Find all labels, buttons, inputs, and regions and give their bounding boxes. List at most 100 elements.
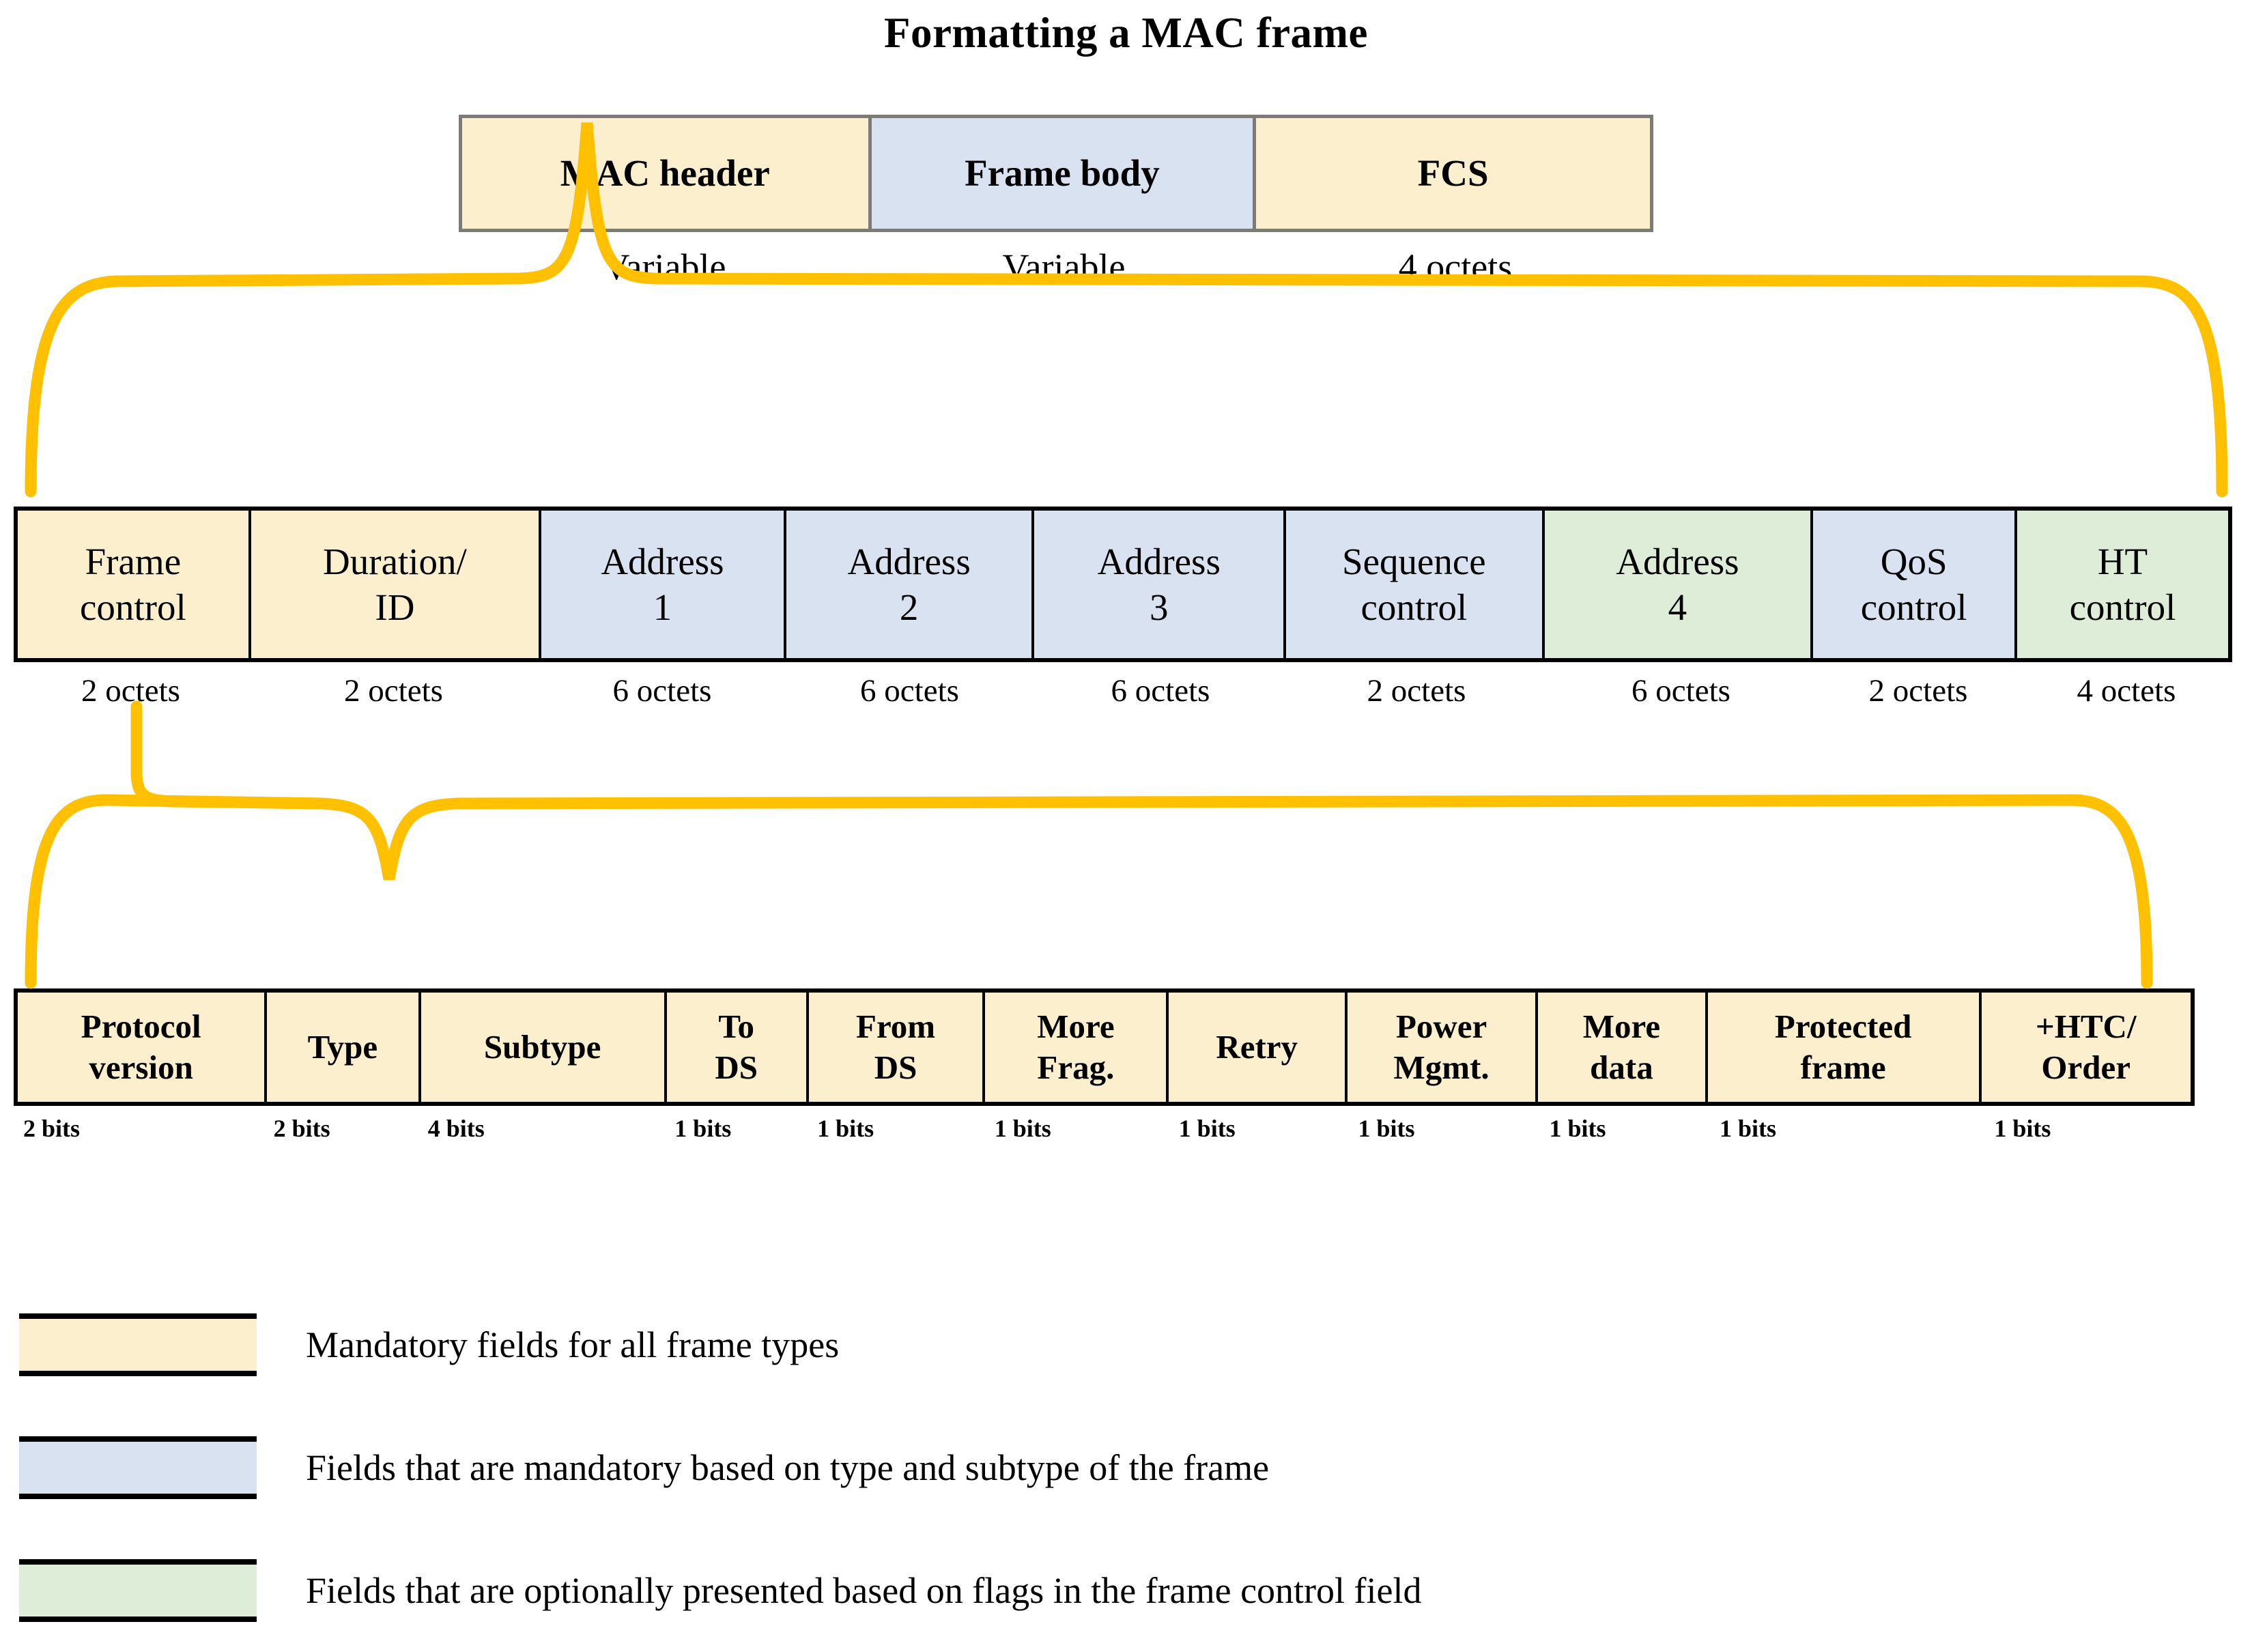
page-title: Formatting a MAC frame [883,9,1368,57]
legend-label: Fields that are mandatory based on type … [306,1447,1270,1488]
legend-swatch-type_subtype [19,1436,257,1499]
frame-structure-row: MAC header Frame body FCS [459,115,1653,232]
mac-header-size-labels: 2 octets 2 octets 6 octets 6 octets 6 octets… [14,672,2232,709]
frame-control-cell-line1: From [856,1008,936,1046]
frame-control-cell-line2: Frag. [1037,1049,1115,1086]
frame-control-cell-size-4: 1 bits [817,1115,874,1142]
frame-control-cell-2: Subtype [421,993,667,1102]
mac-header-cell-size-6: 6 octets [1631,673,1730,709]
mac-header-cell-line2: control [79,586,186,628]
frame-control-cell-line1: More [1582,1008,1661,1046]
mac-header-cell-line1: Sequence [1341,540,1486,582]
mac-header-cell-line1: Address [1097,540,1221,582]
frame-control-cell-10: +HTC/Order [1981,993,2191,1102]
frame-control-cell-line2: data [1590,1049,1653,1086]
mac-header-cell-size-7: 2 octets [1868,673,1968,709]
frame-cell-size-2: 4 octets [1398,246,1513,287]
legend-row-1: Fields that are mandatory based on type … [19,1406,2067,1529]
frame-cell-label: FCS [1417,152,1489,195]
mac-header-cell-size-5: 2 octets [1367,673,1466,709]
mac-header-cell-line1: Frame [85,540,182,582]
frame-cell-1: Frame body [871,118,1257,229]
mac-header-cell-line2: 1 [653,586,672,628]
mac-header-cell-line1: Address [847,540,971,582]
frame-control-cell-line1: Protocol [81,1008,201,1046]
frame-control-cell-line1: Subtype [483,1028,601,1066]
frame-control-cell-size-0: 2 bits [23,1115,81,1142]
frame-control-cell-line2: Order [2041,1049,2131,1086]
frame-control-cell-line1: More [1037,1008,1115,1046]
frame-control-cell-size-8: 1 bits [1549,1115,1606,1142]
legend-label: Mandatory fields for all frame types [306,1324,840,1365]
mac-header-cell-line2: control [2069,586,2176,628]
frame-cell-size-0: Variable [603,246,726,287]
frame-control-cell-line1: Protected [1774,1008,1912,1046]
frame-control-cell-line2: frame [1800,1049,1886,1086]
frame-control-cell-size-2: 4 bits [427,1115,485,1142]
mac-header-cell-line2: 3 [1149,586,1169,628]
mac-header-cell-line1: QoS [1880,540,1948,582]
legend-row-0: Mandatory fields for all frame types [19,1283,2067,1406]
frame-control-cell-line1: To [718,1008,755,1046]
frame-control-cell-size-1: 2 bits [273,1115,330,1142]
frame-control-cell-size-9: 1 bits [1720,1115,1777,1142]
frame-control-cell-line2: DS [715,1049,758,1086]
frame-control-cell-6: Retry [1169,993,1348,1102]
mac-header-cell-line2: 2 [899,586,919,628]
mac-header-cell-size-1: 2 octets [344,673,443,709]
mac-header-cell-line1: Duration/ [323,540,467,582]
frame-cell-label: MAC header [560,152,770,195]
mac-header-cell-size-0: 2 octets [81,673,180,709]
frame-cell-0: MAC header [462,118,872,229]
mac-header-cell-size-3: 6 octets [860,673,959,709]
legend-row-2: Fields that are optionally presented bas… [19,1529,2067,1652]
frame-control-cell-1: Type [267,993,421,1102]
frame-control-cell-line1: Retry [1216,1028,1298,1066]
diagram-canvas: Formatting a MAC frame MAC header Frame b… [14,9,2232,1622]
legend-label: Fields that are optionally presented bas… [306,1570,1422,1611]
legend-swatch-optional [19,1559,257,1622]
mac-header-cell-line2: 4 [1668,586,1687,628]
frame-control-cell-line1: Power [1395,1008,1487,1046]
mac-header-cell-size-8: 4 octets [2077,673,2176,709]
mac-header-cell-line1: Address [1616,540,1739,582]
mac-header-cell-line1: HT [2097,540,2148,582]
frame-control-cell-size-3: 1 bits [674,1115,732,1142]
frame-control-cell-line2: version [89,1049,193,1086]
mac-header-cell-line2: ID [375,586,415,628]
frame-control-cell-size-7: 1 bits [1358,1115,1415,1142]
mac-header-cell-line2: control [1360,586,1468,628]
mac-header-cell-size-4: 6 octets [1111,673,1210,709]
legend-swatch-mandatory [19,1313,257,1376]
brace-frame-control [25,700,2153,989]
frame-control-cell-size-5: 1 bits [994,1115,1051,1142]
mac-header-cell-line1: Address [601,540,724,582]
frame-control-cell-line1: Type [307,1028,378,1066]
frame-control-cell-line2: DS [874,1049,917,1086]
frame-control-cell-size-10: 1 bits [1994,1115,2051,1142]
frame-cell-label: Frame body [965,152,1160,195]
mac-header-cell-size-2: 6 octets [612,673,712,709]
frame-control-size-labels: 2 bits 2 bits 4 bits 1 bits 1 bits 1 bits 1 bi… [14,1114,2195,1143]
frame-cell-size-1: Variable [1002,246,1126,287]
frame-control-cell-line2: Mgmt. [1393,1049,1490,1086]
frame-control-cell-line1: +HTC/ [2035,1008,2137,1046]
